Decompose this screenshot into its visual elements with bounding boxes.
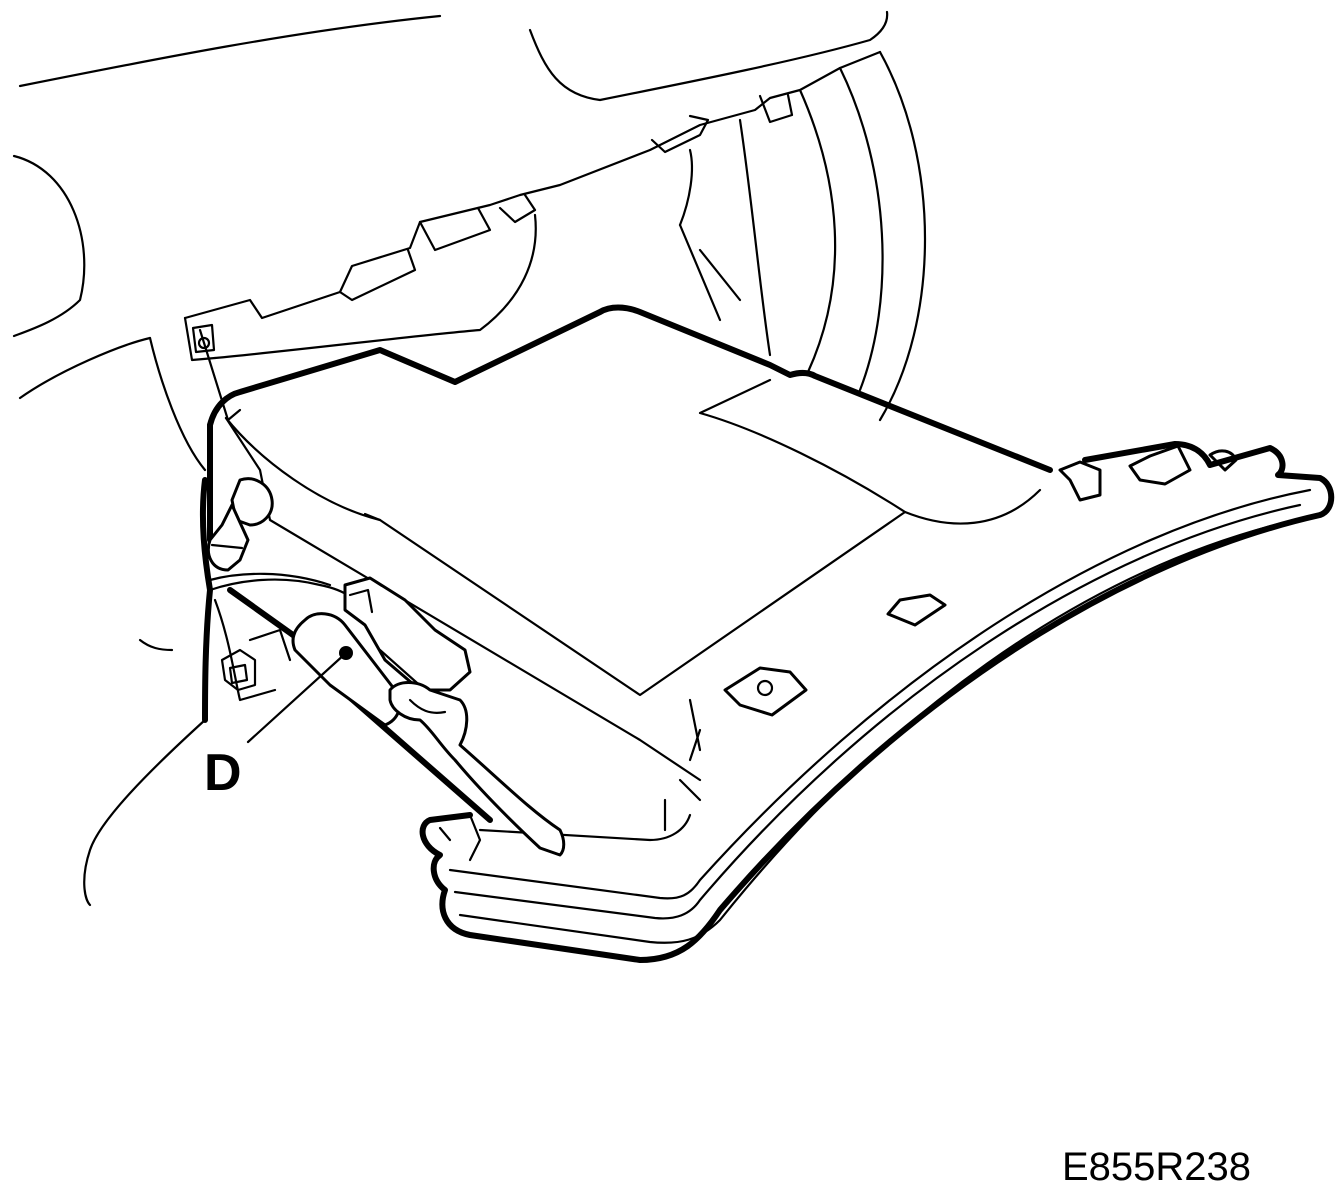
dashboard-contours [12, 10, 889, 907]
callout-d-leader [246, 646, 353, 744]
figure-code: E855R238 [1062, 1145, 1251, 1189]
callout-label-d: D [204, 744, 242, 802]
right-clips [723, 444, 1238, 717]
glovebox-lid [419, 441, 1335, 963]
glovebox-body [207, 304, 1053, 782]
damper-assembly [206, 477, 566, 857]
upper-dash-frame [183, 50, 926, 422]
